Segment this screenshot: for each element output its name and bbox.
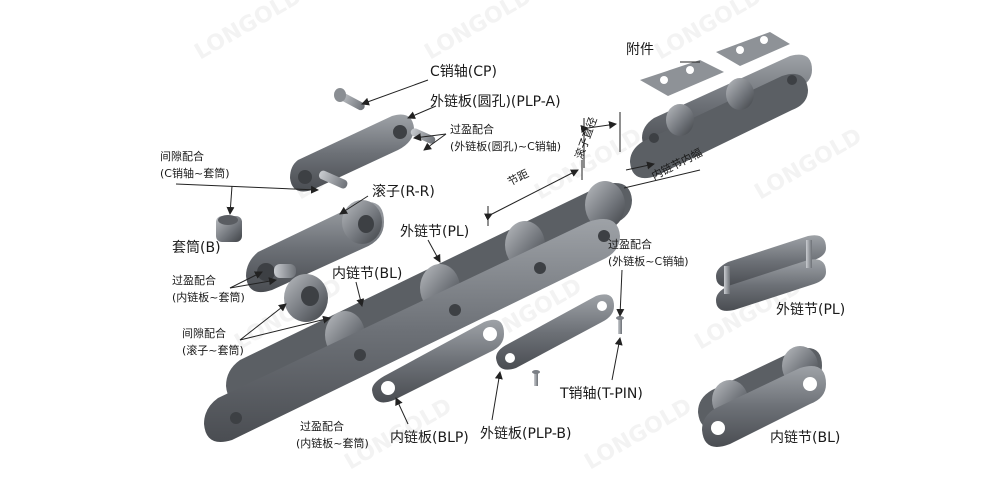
t-pin-part — [532, 316, 624, 386]
label-t-pin: T销轴(T-PIN) — [559, 386, 643, 402]
label-pitch: 节距 — [505, 167, 531, 189]
attachment-link-part — [630, 32, 812, 179]
leader-lines — [175, 61, 700, 425]
roller-loose-part — [284, 274, 328, 322]
c-pin-part — [334, 88, 365, 111]
main-chain-assembly — [204, 181, 632, 442]
label-interference-left-2: (内链板~套筒) — [172, 290, 245, 304]
right-inner-link-part — [698, 346, 826, 447]
label-attachment: 附件 — [626, 42, 654, 58]
label-right-inner-link: 内链节(BL) — [770, 430, 840, 446]
label-interference-bottom-1: 过盈配合 — [300, 419, 344, 433]
watermark-text: LONGOLD — [751, 124, 867, 205]
inner-plate-blp-part — [372, 319, 504, 403]
label-inner-link: 内链节(BL) — [332, 266, 402, 282]
label-clearance-top-1: 间隙配合 — [160, 149, 204, 163]
label-clearance-top-2: (C销轴~套筒) — [160, 166, 229, 180]
watermark-text: LONGOLD — [191, 0, 307, 65]
label-interference-bottom-2: (内链板~套筒) — [296, 436, 369, 450]
label-interference-left-1: 过盈配合 — [172, 273, 216, 287]
outer-plate-round-part — [290, 114, 436, 192]
label-inner-plate: 内链板(BLP) — [390, 430, 469, 446]
inner-plate-left-part — [246, 200, 384, 293]
label-interference-right-1: 过盈配合 — [608, 237, 652, 251]
label-interference-right-2: (外链板~C销轴) — [608, 254, 688, 268]
label-clearance-left-2: (滚子~套筒) — [182, 343, 244, 357]
label-outer-plate-round: 外链板(圆孔)(PLP-A) — [430, 94, 561, 110]
watermark-text: LONGOLD — [581, 394, 697, 475]
bushing-part — [216, 215, 242, 242]
label-right-outer-link: 外链节(PL) — [776, 302, 845, 318]
label-outer-link: 外链节(PL) — [400, 224, 469, 240]
label-interference-top-2: (外链板(圆孔)~C销轴) — [450, 139, 561, 153]
dimension-lines — [483, 112, 701, 226]
labels: C销轴(CP) 外链板(圆孔)(PLP-A) 过盈配合 (外链板(圆孔)~C销轴… — [160, 42, 845, 450]
outer-plate-b-part — [496, 294, 614, 370]
label-outer-plate-b: 外链板(PLP-B) — [480, 426, 571, 442]
watermark-text: LONGOLD — [421, 0, 537, 65]
label-c-pin: C销轴(CP) — [430, 64, 497, 80]
label-clearance-left-1: 间隙配合 — [182, 326, 226, 340]
label-interference-top-1: 过盈配合 — [450, 122, 494, 136]
label-roller: 滚子(R-R) — [372, 183, 435, 200]
right-outer-link-part — [716, 235, 826, 311]
label-bushing: 套筒(B) — [172, 239, 221, 256]
